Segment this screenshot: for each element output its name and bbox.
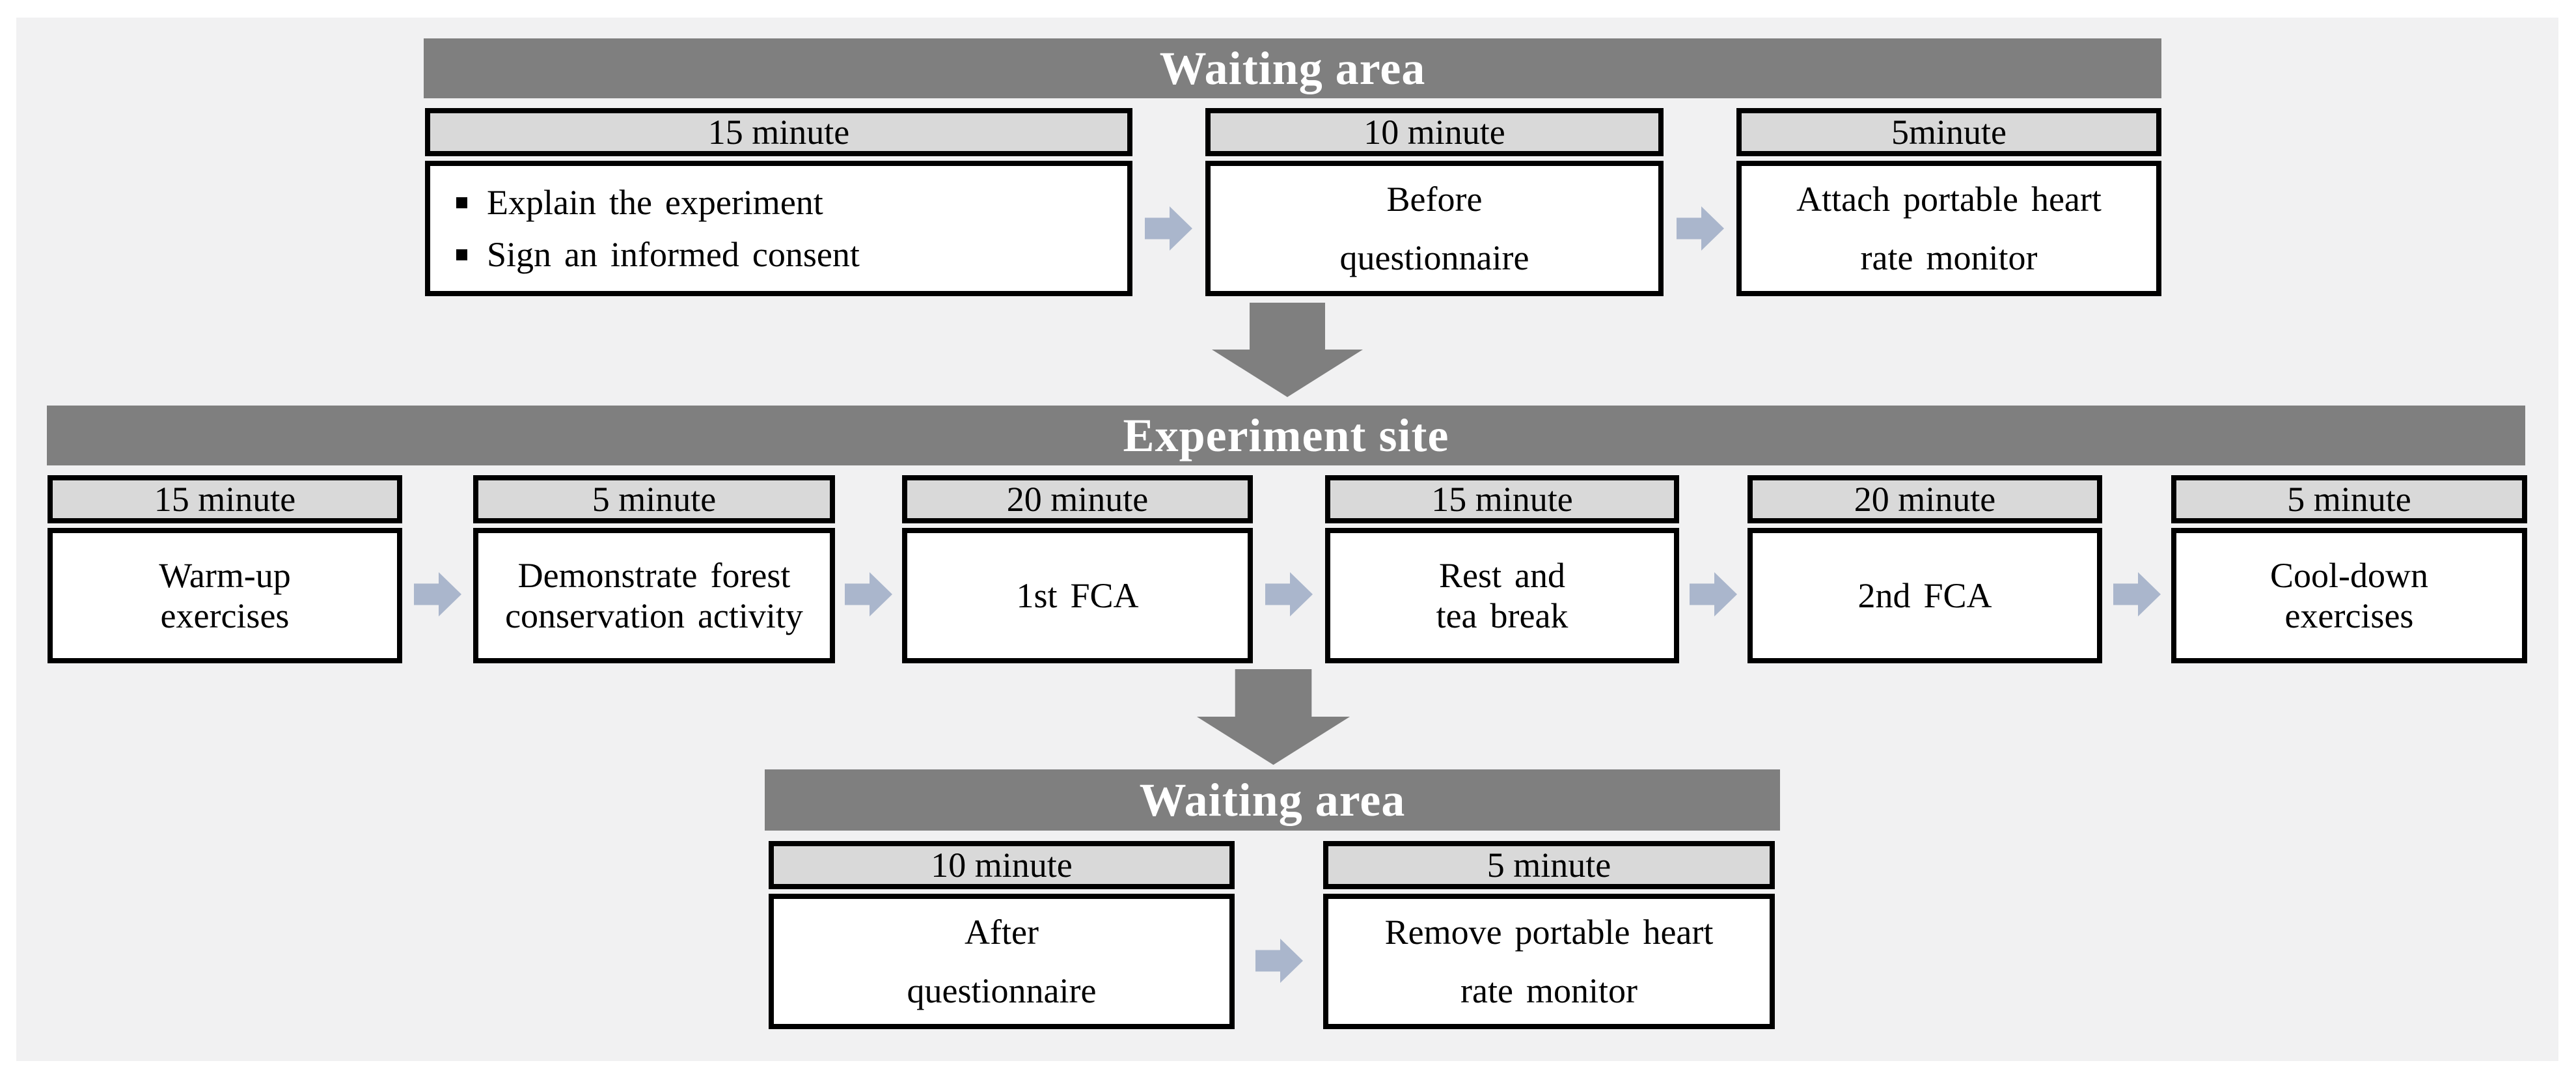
step-text: exercises [160,596,290,635]
step-text: Cool-down [2270,556,2428,595]
step-text: rate monitor [1460,971,1637,1010]
duration-label: 5 minute [592,480,717,519]
duration-label: 20 minute [1006,480,1149,519]
bullet-text: Explain the experiment [487,183,823,222]
right-arrow-icon [845,572,892,616]
step-body: Explain the experiment Sign an informed … [425,161,1132,296]
duration-header: 5 minute [473,475,835,523]
step-text: 2nd FCA [1857,576,1992,615]
right-arrow-icon [1677,206,1724,251]
step-text: questionnaire [907,971,1097,1010]
step-text: Demonstrate forest [517,556,791,595]
down-arrow-icon [1196,669,1351,765]
bullet-line: Explain the experiment [456,176,1127,228]
duration-header: 20 minute [902,475,1253,523]
duration-label: 5 minute [1487,846,1611,885]
down-arrow-icon [1212,303,1363,397]
right-arrow-icon [1255,939,1303,983]
step-body: Cool-down exercises [2171,528,2527,663]
step-box-attach-monitor: 5minute Attach portable heart rate monit… [1736,108,2161,296]
duration-label: 15 minute [707,113,850,152]
step-box-2nd-fca: 20 minute 2nd FCA [1747,475,2102,663]
step-body: Attach portable heart rate monitor [1736,161,2161,296]
step-box-1st-fca: 20 minute 1st FCA [902,475,1253,663]
step-body: Remove portable heart rate monitor [1323,894,1775,1029]
band-experiment-site: Experiment site [47,406,2525,465]
step-text: questionnaire [1339,238,1529,277]
step-text: conservation activity [505,596,803,635]
step-box-remove-monitor: 5 minute Remove portable heart rate moni… [1323,841,1775,1029]
duration-label: 15 minute [1431,480,1573,519]
step-text: rate monitor [1860,238,2038,277]
duration-header: 5minute [1736,108,2161,156]
step-text: Attach portable heart [1796,180,2102,219]
bullet-square-icon [456,197,467,208]
duration-header: 10 minute [769,841,1235,889]
step-text: Rest and [1439,556,1565,595]
duration-label: 20 minute [1854,480,1996,519]
step-box-warm-up: 15 minute Warm-up exercises [48,475,402,663]
duration-label: 10 minute [931,846,1073,885]
duration-header: 5 minute [2171,475,2527,523]
step-text: tea break [1436,596,1569,635]
right-arrow-icon [1145,206,1192,251]
bullet-square-icon [456,249,467,260]
duration-label: 10 minute [1363,113,1505,152]
step-box-rest-tea-break: 15 minute Rest and tea break [1325,475,1679,663]
step-text: Remove portable heart [1384,913,1714,952]
step-text: exercises [2284,596,2414,635]
duration-header: 15 minute [425,108,1132,156]
band-title: Waiting area [1139,773,1406,826]
band-waiting-area-top: Waiting area [424,38,2161,98]
step-box-explain-consent: 15 minute Explain the experiment Sign an… [425,108,1132,296]
duration-header: 15 minute [48,475,402,523]
step-box-cool-down: 5 minute Cool-down exercises [2171,475,2527,663]
band-waiting-area-bottom: Waiting area [765,769,1780,831]
step-body: Before questionnaire [1205,161,1664,296]
step-body: 2nd FCA [1747,528,2102,663]
bullet-line: Sign an informed consent [456,228,1127,281]
duration-label: 15 minute [154,480,296,519]
step-box-before-questionnaire: 10 minute Before questionnaire [1205,108,1664,296]
step-text: 1st FCA [1016,576,1139,615]
step-body: Rest and tea break [1325,528,1679,663]
band-title: Waiting area [1159,42,1426,94]
step-body: Warm-up exercises [48,528,402,663]
step-box-demonstrate-activity: 5 minute Demonstrate forest conservation… [473,475,835,663]
duration-header: 10 minute [1205,108,1664,156]
step-text: Warm-up [159,556,291,595]
band-title: Experiment site [1123,409,1449,462]
duration-header: 20 minute [1747,475,2102,523]
step-text: Before [1386,180,1483,219]
right-arrow-icon [1690,572,1737,616]
right-arrow-icon [1265,572,1313,616]
step-body: 1st FCA [902,528,1253,663]
duration-header: 5 minute [1323,841,1775,889]
duration-label: 5minute [1891,113,2007,152]
step-box-after-questionnaire: 10 minute After questionnaire [769,841,1235,1029]
right-arrow-icon [414,572,461,616]
duration-label: 5 minute [2287,480,2411,519]
step-body: After questionnaire [769,894,1235,1029]
step-body: Demonstrate forest conservation activity [473,528,835,663]
duration-header: 15 minute [1325,475,1679,523]
step-text: After [965,913,1039,952]
bullet-text: Sign an informed consent [487,235,860,274]
right-arrow-icon [2113,572,2161,616]
